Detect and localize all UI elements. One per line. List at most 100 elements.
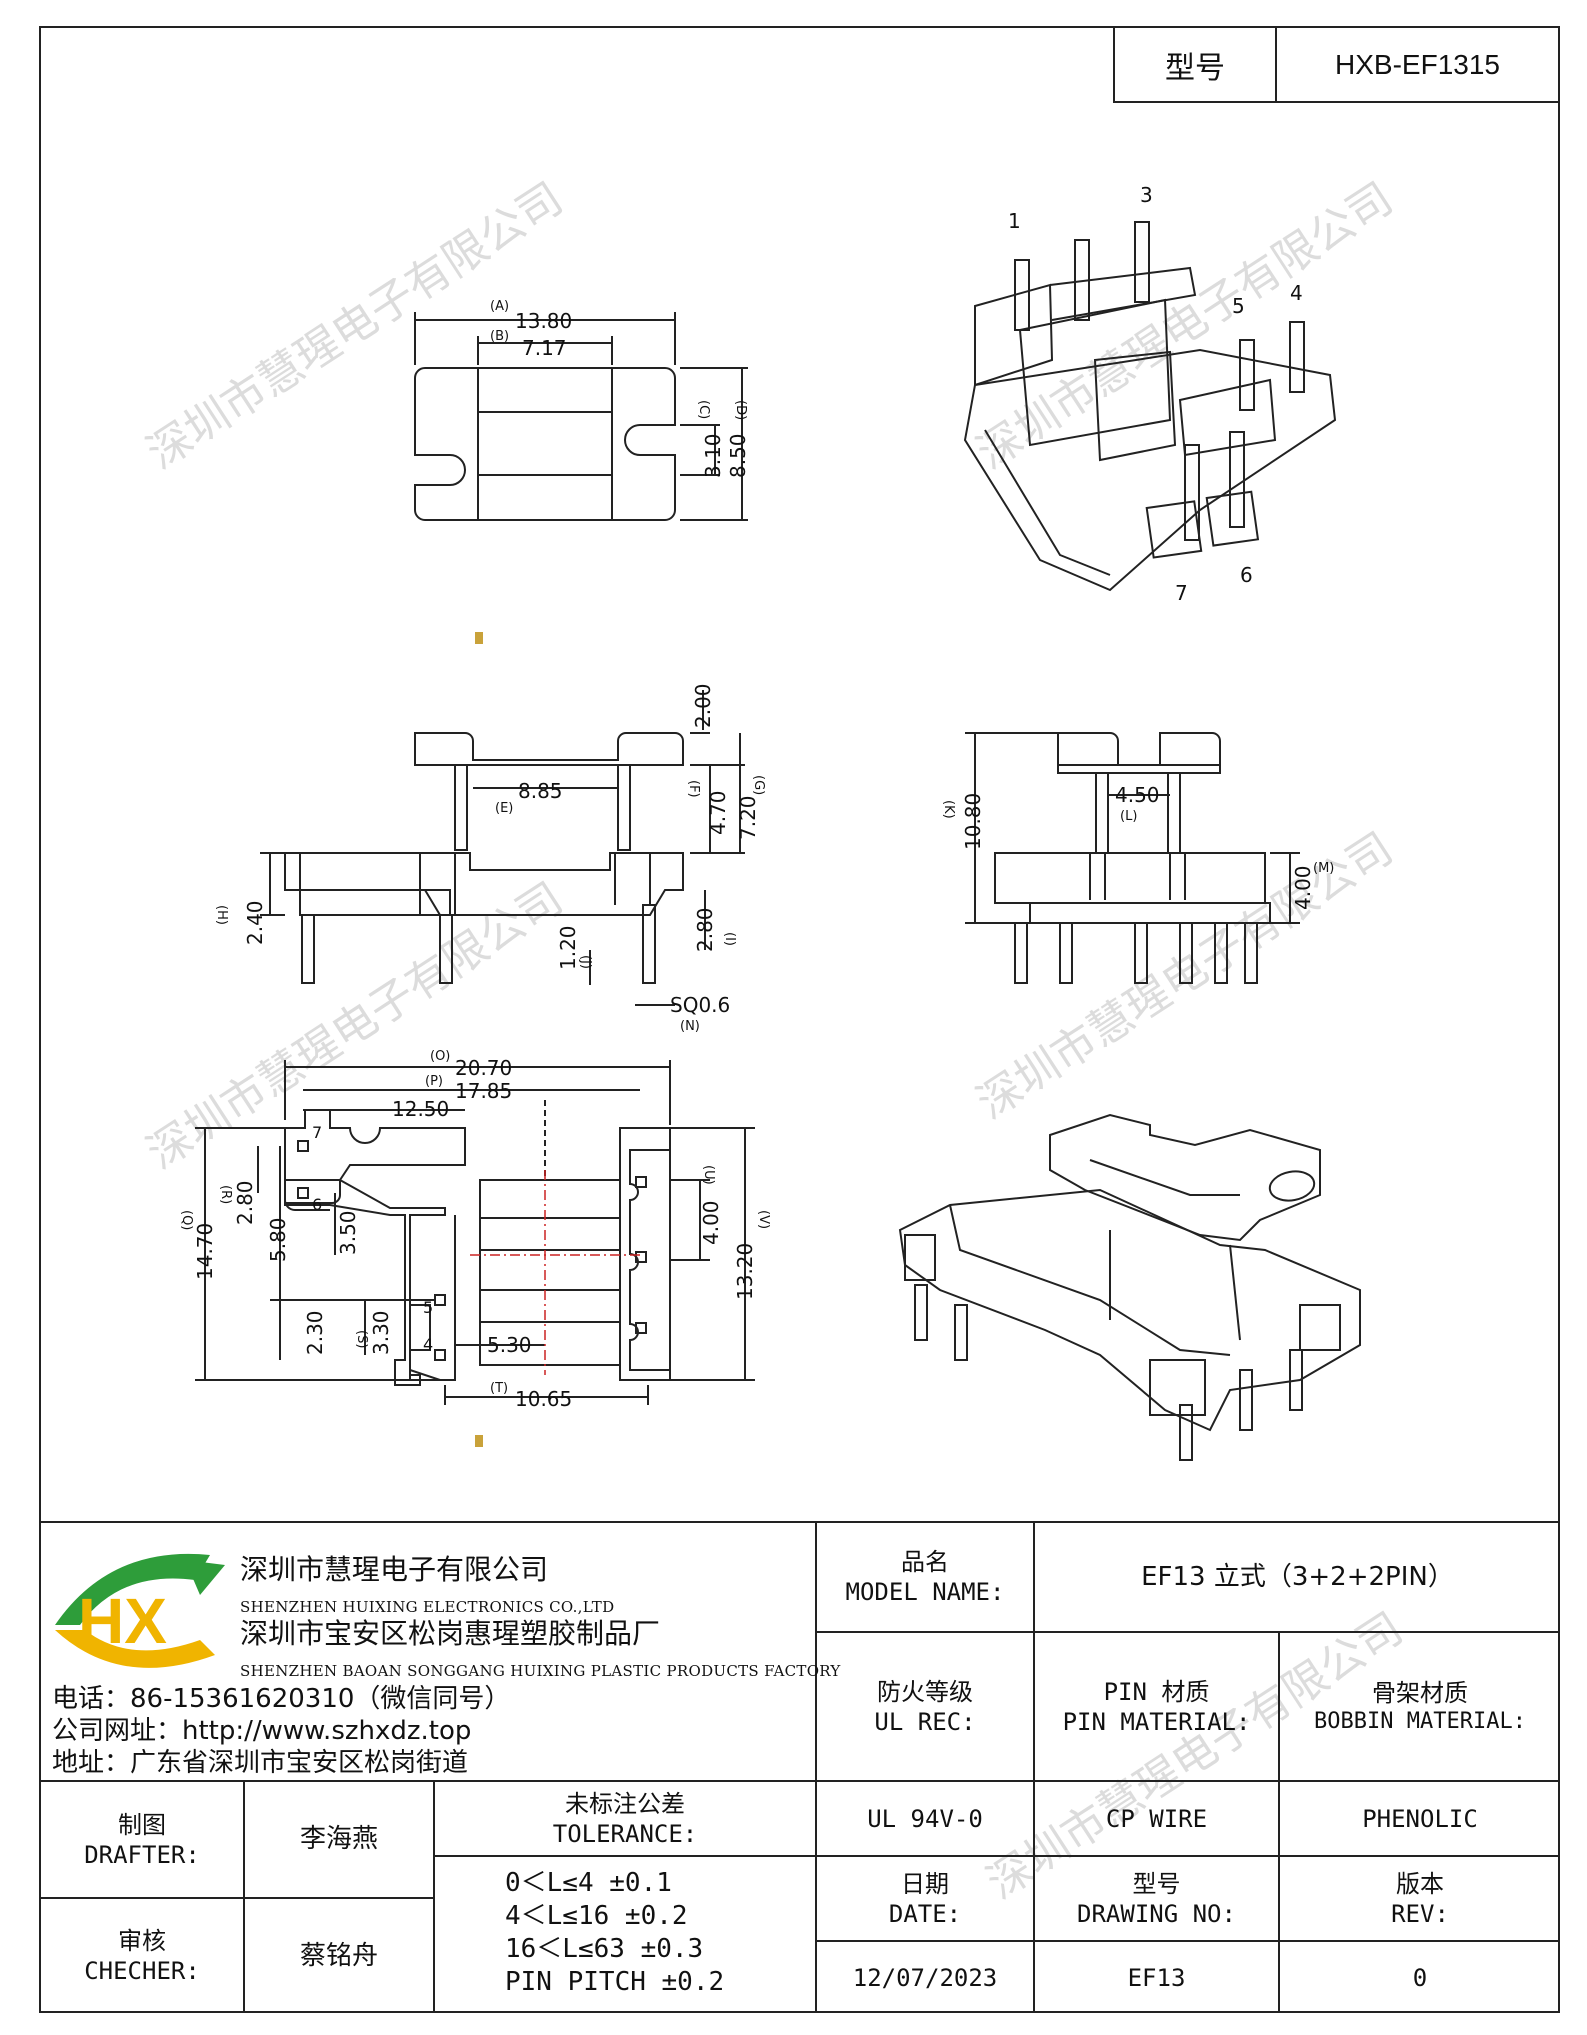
checker-label-cn: 审核 <box>118 1927 166 1955</box>
tb-v1 <box>815 1521 817 2013</box>
drafter-label-en: DRAFTER: <box>84 1840 200 1869</box>
dim-letter-b: (B) <box>490 329 509 344</box>
dim-letter-c: (C) <box>696 400 711 419</box>
checker-name: 蔡铭舟 <box>299 1940 378 1971</box>
model-name-value: EF13 立式（3+2+2PIN） <box>1141 1561 1454 1592</box>
drawing-no-value: EF13 <box>1127 1963 1186 1992</box>
tb-v4 <box>243 1780 245 2013</box>
dim-letter-r: (R) <box>218 1185 233 1204</box>
tb-top-line <box>39 1521 1560 1523</box>
model-label: 型号 <box>1115 28 1277 101</box>
date-label-en: DATE: <box>888 1899 962 1928</box>
dim-letter-q: (Q) <box>179 1210 194 1230</box>
dim-f: 4.70 <box>706 790 730 835</box>
dim-h: 2.40 <box>243 900 267 945</box>
dim-letter-i: (I) <box>722 932 737 946</box>
tb-v3 <box>1278 1631 1280 2013</box>
tb-h5 <box>39 1897 435 1899</box>
pin-label-1: 1 <box>1008 209 1021 233</box>
contact-address: 地址：广东省深圳市宝安区松岗街道 <box>52 1748 469 1778</box>
pin-material-label-en: PIN MATERIAL: <box>1062 1707 1251 1736</box>
bobbin-material-label-en: BOBBIN MATERIAL: <box>1314 1708 1526 1734</box>
drawing-no-label-cn: 型号 <box>1132 1869 1181 1898</box>
dim-q: 14.70 <box>193 1223 217 1280</box>
ul-label-en: UL REC: <box>874 1707 976 1736</box>
ul-label-cn: 防火等级 <box>877 1677 973 1706</box>
dim-n: SQ0.6 <box>670 993 730 1017</box>
bobbin-material-value: PHENOLIC <box>1362 1804 1478 1833</box>
drawing-no-label-en: DRAWING NO: <box>1077 1899 1236 1928</box>
model-name-label-en: MODEL NAME: <box>845 1578 1005 1606</box>
model-value: HXB-EF1315 <box>1335 48 1500 80</box>
dim-letter-l: (L) <box>1120 809 1137 824</box>
rev-label: 版本 REV: <box>1280 1857 1560 1940</box>
dim-letter-h: (H) <box>214 905 229 925</box>
dim-o: 20.70 <box>455 1056 512 1080</box>
centerlines <box>470 1170 640 1375</box>
tb-v2 <box>1033 1521 1035 2013</box>
drafter-label-cn: 制图 <box>118 1810 166 1839</box>
company-name-en: SHENZHEN HUIXING ELECTRONICS CO.,LTD <box>240 1598 615 1616</box>
watermark-2: 深圳市慧瑆电子有限公司 <box>968 173 1402 479</box>
model-name-label: 品名 MODEL NAME: <box>817 1523 1033 1631</box>
tb-h3 <box>815 1855 1560 1857</box>
factory-name-en: SHENZHEN BAOAN SONGGANG HUIXING PLASTIC … <box>240 1662 841 1680</box>
bobbin-material-label: 骨架材质 BOBBIN MATERIAL: <box>1280 1633 1560 1780</box>
dim-letter-n: (N) <box>680 1019 700 1034</box>
pin-label-6: 6 <box>1240 563 1253 587</box>
watermark-1: 深圳市慧瑆电子有限公司 <box>138 173 572 479</box>
dim-letter-d: (D) <box>733 400 748 420</box>
contact-phone: 电话：86-15361620310（微信同号） <box>52 1684 511 1714</box>
rev-value: 0 <box>1412 1963 1428 1992</box>
tolerance-row-1: 0＜L≤4 ±0.1 <box>505 1868 672 1898</box>
drafter-label: 制图 DRAFTER: <box>41 1782 243 1897</box>
dim-580: 5.80 <box>266 1217 290 1262</box>
tb-h6 <box>433 1855 815 1857</box>
dim-letter-e: (E) <box>495 801 513 816</box>
bottom-view <box>195 1060 755 1405</box>
top-view <box>414 312 748 521</box>
bottom-pin-4: 4 <box>423 1335 433 1354</box>
tb-v5 <box>433 1780 435 2013</box>
dim-r: 2.80 <box>233 1180 257 1225</box>
checker-label-en: CHECHER: <box>84 1957 200 1985</box>
tolerance-label-en: TOLERANCE: <box>552 1819 698 1848</box>
dim-k: 10.80 <box>961 793 985 850</box>
mark-2 <box>475 1435 483 1447</box>
tb-h1 <box>815 1631 1560 1633</box>
iso-view-bottom <box>898 1113 1361 1461</box>
bottom-pin-7: 7 <box>312 1123 322 1142</box>
iso-view-top <box>963 221 1337 592</box>
watermark-3: 深圳市慧瑆电子有限公司 <box>138 873 572 1179</box>
dim-530: 5.30 <box>487 1333 532 1357</box>
dim-letter-a: (A) <box>490 299 509 314</box>
mark-1 <box>475 632 483 644</box>
tolerance-label-cn: 未标注公差 <box>565 1789 685 1818</box>
tolerance-row-2: 4＜L≤16 ±0.2 <box>505 1901 688 1931</box>
company-name-cn: 深圳市慧瑆电子有限公司 <box>240 1553 549 1586</box>
dim-1250: 12.50 <box>392 1097 449 1121</box>
pin-label-3: 3 <box>1140 183 1153 207</box>
pin-label-5: 5 <box>1232 294 1245 318</box>
date-label-cn: 日期 <box>901 1869 949 1898</box>
drafter-name: 李海燕 <box>299 1824 378 1855</box>
dim-letter-j: (J) <box>578 955 593 969</box>
dim-350: 3.50 <box>336 1210 360 1255</box>
tb-h2 <box>39 1780 1560 1782</box>
rev-label-cn: 版本 <box>1396 1869 1444 1898</box>
tolerance-row-3: 16＜L≤63 ±0.3 <box>505 1934 704 1964</box>
bottom-pin-6: 6 <box>312 1195 322 1214</box>
dim-v: 13.20 <box>733 1243 757 1300</box>
dim-d: 8.50 <box>726 433 750 478</box>
pin-label-4: 4 <box>1290 281 1303 305</box>
dim-letter-k: (K) <box>941 800 956 819</box>
dim-u: 4.00 <box>699 1200 723 1245</box>
company-logo: HX <box>55 1553 225 1668</box>
dim-letter-m: (M) <box>1313 861 1334 876</box>
dim-230: 2.30 <box>303 1310 327 1355</box>
ul-label: 防火等级 UL REC: <box>817 1633 1033 1780</box>
dim-b: 7.17 <box>522 336 567 360</box>
date-label: 日期 DATE: <box>817 1857 1033 1940</box>
dim-a: 13.80 <box>515 309 572 333</box>
tb-h4 <box>815 1940 1560 1942</box>
